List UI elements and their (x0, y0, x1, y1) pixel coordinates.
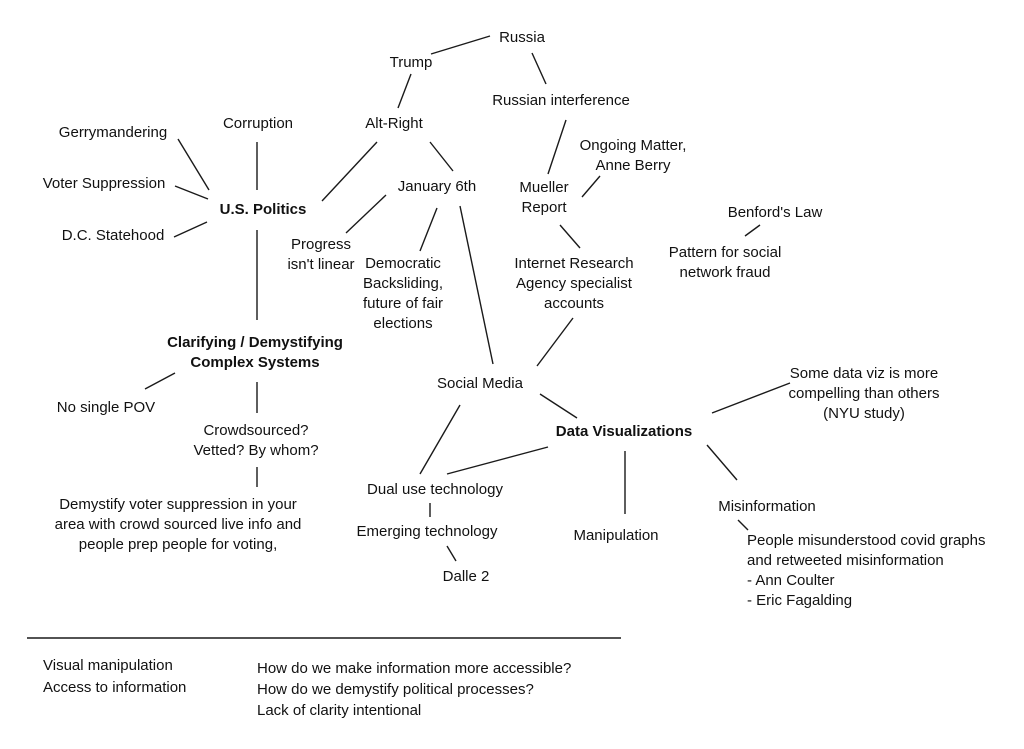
connector-dataviz-misinformation (706, 444, 738, 481)
footer-right-notes: How do we make information more accessib… (257, 658, 571, 721)
clarifying-line-2: Complex Systems (190, 354, 320, 371)
connector-socialmedia-dataviz (539, 393, 578, 419)
ongoing-matter-line-1: Ongoing Matter, (579, 137, 687, 154)
footer-left-line-1: Visual manipulation (43, 657, 173, 674)
node-russian-interference: Russian interference (492, 92, 630, 109)
node-benfords-law: Benford's Law (727, 204, 823, 221)
node-corruption: Corruption (222, 115, 294, 132)
footer-right-line-1: How do we make information more accessib… (257, 660, 572, 677)
node-voter-suppression: Voter Suppression (42, 175, 166, 192)
connector-altright-jan6 (429, 141, 454, 172)
backsliding-line-1: Democratic (365, 255, 441, 272)
backsliding-line-2: Backsliding, (362, 275, 444, 292)
connector-ira-socialmedia (536, 317, 574, 367)
connector-gerrymandering-uspolitics (177, 138, 210, 191)
node-democratic-backsliding: Democratic Backsliding, future of fair e… (363, 254, 443, 334)
node-dual-use: Dual use technology (367, 481, 503, 498)
pattern-line-2: network fraud (679, 264, 771, 281)
crowdsourced-line-1: Crowdsourced? (203, 422, 309, 439)
node-ongoing-matter: Ongoing Matter, Anne Berry (580, 136, 687, 176)
connector-socialmedia-dualuse (419, 404, 461, 475)
some-data-viz-line-3: (NYU study) (823, 405, 905, 422)
node-no-single-pov: No single POV (56, 399, 156, 416)
progress-line-2: isn't linear (287, 256, 355, 273)
node-crowdsourced: Crowdsourced? Vetted? By whom? (193, 421, 318, 461)
connector-misinfo-covid (737, 519, 749, 531)
connector-dc-uspolitics (173, 221, 208, 238)
some-data-viz-line-1: Some data viz is more (789, 365, 939, 382)
node-misinformation: Misinformation (718, 498, 816, 515)
progress-line-1: Progress (290, 236, 352, 253)
connector-altright-uspolitics (321, 141, 378, 202)
node-ira-accounts: Internet Research Agency specialist acco… (514, 254, 633, 314)
covid-line-1: People misunderstood covid graphs (747, 532, 986, 549)
node-covid-graphs: People misunderstood covid graphs and re… (747, 531, 985, 611)
crowdsourced-line-2: Vetted? By whom? (193, 442, 319, 459)
node-some-data-viz: Some data viz is more compelling than ot… (789, 364, 940, 424)
mueller-report-line-1: Mueller (519, 179, 569, 196)
demystify-line-3: people prep people for voting, (78, 536, 278, 553)
clarifying-line-1: Clarifying / Demystifying (167, 334, 343, 351)
node-alt-right: Alt-Right (365, 115, 423, 132)
backsliding-line-3: future of fair (362, 295, 444, 312)
connector-benford-pattern (744, 224, 761, 237)
backsliding-line-4: elections (373, 315, 433, 332)
node-russia: Russia (499, 29, 545, 46)
footer-right-line-3: Lack of clarity intentional (257, 702, 422, 719)
connector-jan6-backsliding (419, 207, 438, 252)
node-manipulation: Manipulation (573, 527, 659, 544)
connector-interference-mueller (547, 119, 567, 175)
mueller-report-line-2: Report (521, 199, 567, 216)
node-us-politics: U.S. Politics (219, 201, 307, 218)
footer-left-line-2: Access to information (43, 679, 187, 696)
connector-dataviz-someviz (711, 382, 791, 414)
covid-line-4: - Eric Fagalding (747, 592, 853, 609)
node-gerrymandering: Gerrymandering (58, 124, 168, 141)
demystify-line-2: area with crowd sourced live info and (54, 516, 302, 533)
node-trump: Trump (389, 54, 433, 71)
some-data-viz-line-2: compelling than others (788, 385, 940, 402)
node-social-media: Social Media (437, 375, 523, 392)
covid-line-3: - Ann Coulter (747, 572, 835, 589)
connector-trump-altright (397, 73, 412, 109)
connector-russia-interference (531, 52, 547, 85)
connector-jan6-progress (345, 194, 387, 234)
node-progress-linear: Progress isn't linear (287, 235, 354, 275)
node-clarifying: Clarifying / Demystifying Complex System… (167, 333, 343, 373)
connector-suppression-uspolitics (174, 185, 209, 200)
ira-line-3: accounts (543, 295, 605, 312)
connector-mueller-ira (559, 224, 581, 249)
node-demystify-voter: Demystify voter suppression in your area… (55, 495, 302, 555)
footer-left-notes: Visual manipulation Access to informatio… (43, 655, 186, 699)
ira-line-2: Agency specialist (516, 275, 632, 292)
node-dc-statehood: D.C. Statehood (61, 227, 165, 244)
footer-right-line-2: How do we demystify political processes? (257, 681, 534, 698)
node-dalle-2: Dalle 2 (442, 568, 490, 585)
pattern-line-1: Pattern for social (668, 244, 782, 261)
node-emerging-tech: Emerging technology (356, 523, 498, 540)
connector-trump-russia (430, 35, 491, 55)
connector-emerging-dalle (446, 545, 457, 562)
node-pattern-fraud: Pattern for social network fraud (669, 243, 782, 283)
ongoing-matter-line-2: Anne Berry (595, 157, 671, 174)
connector-dataviz-dualuse (446, 446, 549, 475)
connector-mueller-ongoing (581, 175, 601, 198)
demystify-line-1: Demystify voter suppression in your (59, 496, 297, 513)
ira-line-1: Internet Research (514, 255, 634, 272)
connector-jan6-socialmedia (459, 205, 494, 365)
connector-clarifying-pov (144, 372, 176, 390)
node-mueller-report: Mueller Report (519, 178, 568, 218)
node-january-6th: January 6th (397, 178, 477, 195)
node-data-visualizations: Data Visualizations (555, 423, 693, 440)
covid-line-2: and retweeted misinformation (747, 552, 944, 569)
